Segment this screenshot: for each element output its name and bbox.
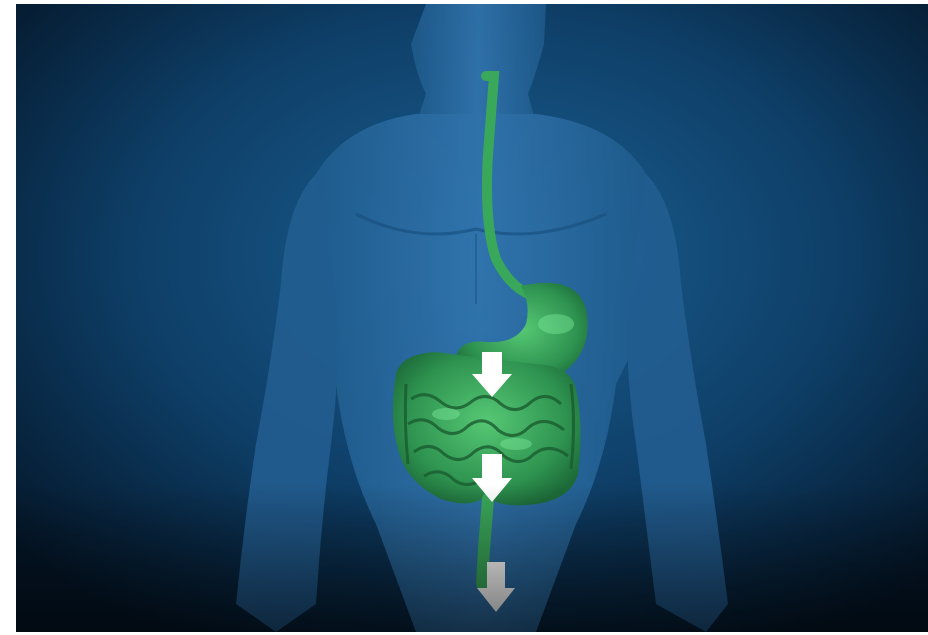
bottom-shadow xyxy=(16,484,928,632)
illustration-frame xyxy=(16,4,928,632)
digestive-system-illustration xyxy=(16,4,928,632)
